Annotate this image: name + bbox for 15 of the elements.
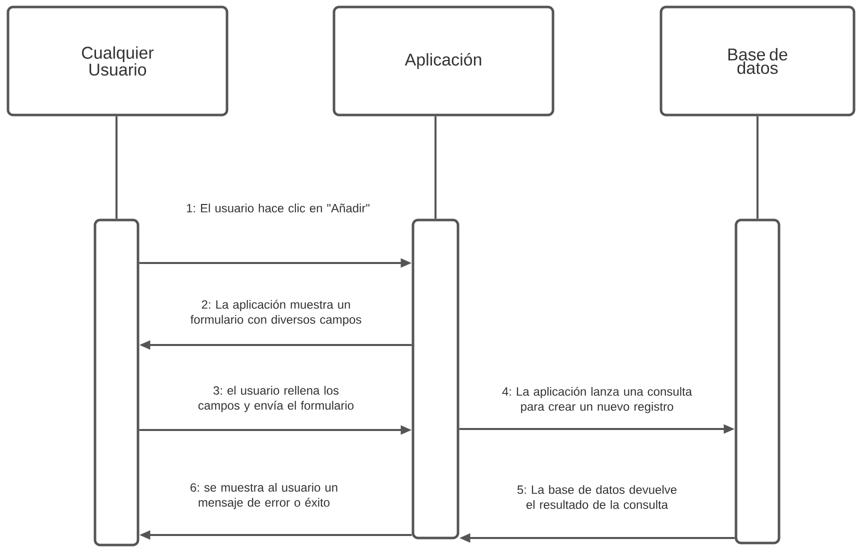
edge-label: 2: La aplicación muestra un formulario con diversos campos — [190, 300, 362, 326]
participant-box: Base de datos — [660, 6, 856, 116]
edge-label: 3: el usuario rellena los campos y envía el formulario — [198, 386, 354, 412]
activation-bar — [734, 218, 780, 544]
participant-box: Cualquier Usuario — [6, 6, 228, 116]
activation-bar — [412, 218, 460, 540]
lifeline — [756, 116, 758, 219]
edge-label: 6: se muestra al usuario un mensaje de error o éxito — [190, 482, 338, 510]
edge-label: 5: La base de datos devuelve el resultado de la consulta — [517, 485, 676, 509]
edge-label: 1: El usuario hace clic en "Añadir" — [186, 204, 370, 212]
edge-label: 4: La aplicación lanza una consulta para crear un nuevo registro — [502, 386, 692, 414]
activation-bar — [94, 218, 140, 546]
participant-box: Aplicación — [332, 6, 554, 116]
lifeline — [434, 116, 436, 219]
lifeline — [116, 116, 118, 219]
